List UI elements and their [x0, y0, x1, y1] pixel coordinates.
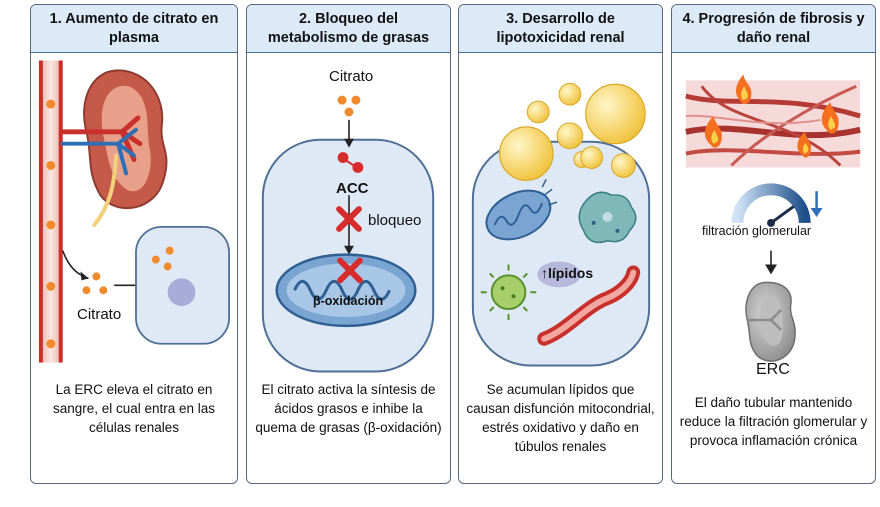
- panel-1-illustration: [38, 60, 230, 363]
- flame-icon: [821, 102, 839, 134]
- acc-label: ACC: [336, 180, 369, 197]
- mitochondria-icon: [485, 179, 558, 241]
- panel-4-illustration: [685, 74, 861, 362]
- cell-icon: [135, 225, 230, 345]
- lipids-increase-label: ↑lípidos: [541, 265, 594, 281]
- kidney-icon: [745, 281, 796, 362]
- flame-icon: [704, 115, 722, 148]
- kidney-icon: [60, 69, 168, 227]
- arrow-down-icon: [810, 191, 823, 217]
- panel-3-illustration: [471, 82, 651, 367]
- panel-2-description: El citrato activa la síntesis de ácidos …: [255, 382, 442, 435]
- panel-fat-metabolism-block: 2. Bloqueo del metabolismo de grasas: [246, 4, 451, 484]
- erc-label: ERC: [756, 361, 790, 378]
- panel-4-description: El daño tubular mantenido reduce la filt…: [679, 395, 868, 448]
- panel-fibrosis-progression: 4. Progresión de fibrosis y daño renal: [671, 4, 876, 484]
- flame-icon: [736, 74, 752, 105]
- lipid-droplet-icon: [499, 82, 646, 181]
- mitochondria-icon: [275, 253, 417, 328]
- panel-citrate-increase: 1. Aumento de citrato en plasma: [30, 4, 238, 484]
- gauge-icon: [731, 183, 811, 227]
- oxidative-stress-icon: [480, 264, 537, 320]
- block-cross-icon: [336, 206, 362, 232]
- acc-molecule-icon: [337, 152, 364, 173]
- flame-icon: [797, 131, 812, 158]
- lipid-droplet-icon: [537, 261, 581, 288]
- panel-1-title: 1. Aumento de citrato en plasma: [31, 5, 237, 53]
- panel-1-description: La ERC eleva el citrato en sangre, el cu…: [52, 382, 216, 435]
- citrate-label: Citrato: [329, 68, 374, 85]
- beta-oxidation-label: β-oxidación: [313, 294, 384, 308]
- block-label: bloqueo: [368, 212, 422, 229]
- panel-2-title: 2. Bloqueo del metabolismo de grasas: [247, 5, 450, 53]
- block-cross-icon: [337, 257, 363, 284]
- blood-vessel-icon: [38, 60, 63, 363]
- panel-3-description: Se acumulan lípidos que causan disfunció…: [466, 382, 655, 454]
- damaged-cell-icon: [578, 191, 637, 244]
- panel-4-title: 4. Progresión de fibrosis y daño renal: [672, 5, 875, 53]
- panel-2-illustration: [261, 95, 435, 373]
- damaged-tubule-icon: [537, 265, 641, 346]
- filtration-label: filtración glomerular: [702, 224, 812, 238]
- panel-3-title: 3. Desarrollo de lipotoxicidad renal: [459, 5, 662, 53]
- panel-renal-lipotoxicity: 3. Desarrollo de lipotoxicidad renal: [458, 4, 663, 484]
- citrate-label: Citrato: [77, 306, 122, 323]
